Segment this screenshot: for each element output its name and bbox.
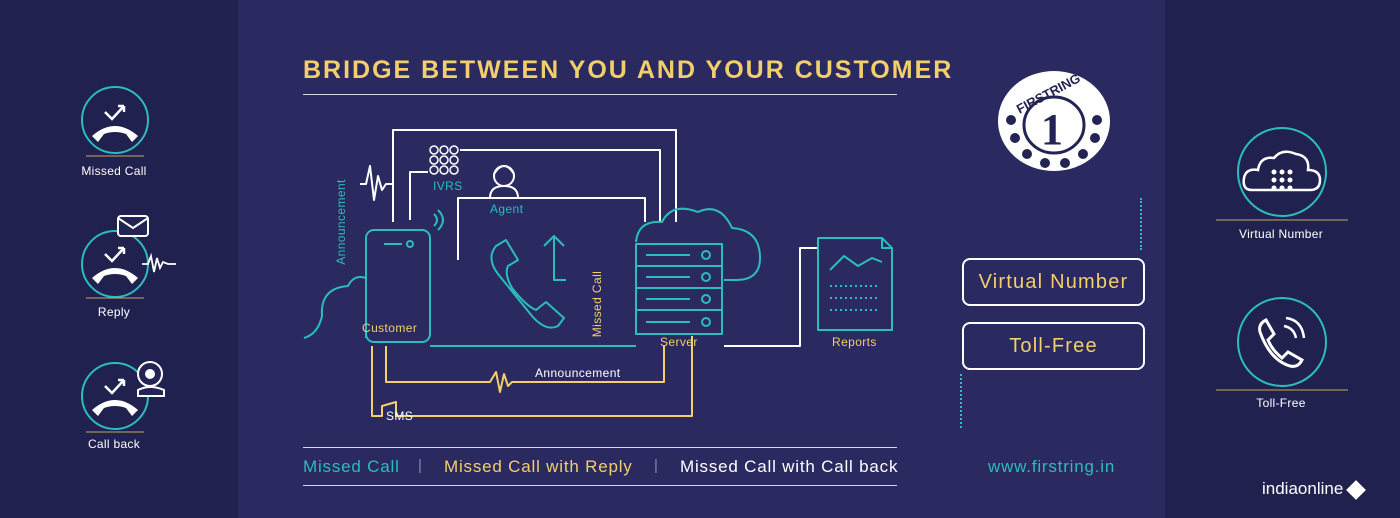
reports-document bbox=[817, 237, 893, 331]
virtual-number-label: Virtual Number bbox=[1238, 227, 1323, 241]
page-title: BRIDGE BETWEEN YOU AND YOUR CUSTOMER bbox=[303, 56, 954, 84]
signal-arcs bbox=[433, 209, 444, 231]
announcement-pulse bbox=[360, 165, 393, 201]
reply-label: Reply bbox=[97, 305, 131, 319]
virtual-number-button[interactable]: Virtual Number bbox=[962, 258, 1145, 306]
footer-top-rule bbox=[303, 447, 897, 448]
agent-line bbox=[457, 197, 646, 260]
sms-loop bbox=[371, 336, 693, 417]
footer-missed-call-reply: Missed Call with Reply bbox=[444, 457, 633, 476]
logo-digit: 1 bbox=[1041, 105, 1063, 154]
network-diagram bbox=[303, 129, 893, 417]
toll-free-button[interactable]: Toll-Free bbox=[962, 322, 1145, 370]
reply-icon bbox=[81, 215, 176, 299]
reports-label: Reports bbox=[832, 335, 877, 349]
call-back-label: Call back bbox=[87, 437, 141, 451]
firstring-logo: FIRSTRING 1 bbox=[998, 70, 1110, 171]
missed-call-arrow bbox=[543, 235, 566, 281]
agent-headset-icon bbox=[489, 165, 519, 199]
footer-missed-call: Missed Call bbox=[303, 457, 400, 476]
right-panel bbox=[1165, 0, 1400, 518]
ivrs-label: IVRS bbox=[433, 179, 463, 193]
watermark-text: indiaonline bbox=[1262, 479, 1344, 498]
customer-cloud bbox=[303, 276, 367, 339]
missed-call-icon bbox=[81, 86, 149, 157]
call-back-icon bbox=[81, 361, 165, 433]
cloud-dialpad-icon bbox=[1216, 127, 1348, 221]
agent-label: Agent bbox=[490, 202, 524, 216]
footer-separator-1: | bbox=[418, 457, 422, 474]
sms-label: SMS bbox=[386, 409, 414, 423]
server-to-reports-line bbox=[724, 247, 818, 347]
title-underline bbox=[303, 94, 897, 95]
phone-icon bbox=[1216, 297, 1348, 391]
ivrs-line bbox=[409, 149, 661, 222]
customer-phone bbox=[365, 229, 431, 343]
missed-call-label: Missed Call bbox=[81, 164, 147, 178]
missed-call-vertical-label: Missed Call bbox=[590, 270, 604, 338]
dotted-accent-bottom bbox=[960, 374, 962, 428]
watermark: indiaonline bbox=[1262, 479, 1367, 500]
server-cloud bbox=[635, 207, 761, 281]
website-link[interactable]: www.firstring.in bbox=[988, 457, 1116, 476]
handset-icon bbox=[490, 239, 565, 329]
footer-missed-call-callback: Missed Call with Call back bbox=[680, 457, 899, 476]
ivrs-keypad-icon bbox=[429, 145, 459, 175]
footer-separator-2: | bbox=[654, 457, 658, 474]
announcement-bottom-label: Announcement bbox=[535, 366, 621, 380]
announcement-loop bbox=[385, 346, 665, 393]
announcement-line bbox=[392, 129, 677, 222]
dotted-accent-top bbox=[1140, 198, 1142, 250]
customer-label: Customer bbox=[362, 321, 418, 335]
announcement-vertical-label: Announcement bbox=[334, 179, 348, 265]
watermark-diamond-icon bbox=[1346, 479, 1367, 500]
footer-bottom-rule bbox=[303, 485, 897, 486]
toll-free-label: Toll-Free bbox=[1256, 396, 1306, 410]
server-label: Server bbox=[660, 335, 698, 349]
